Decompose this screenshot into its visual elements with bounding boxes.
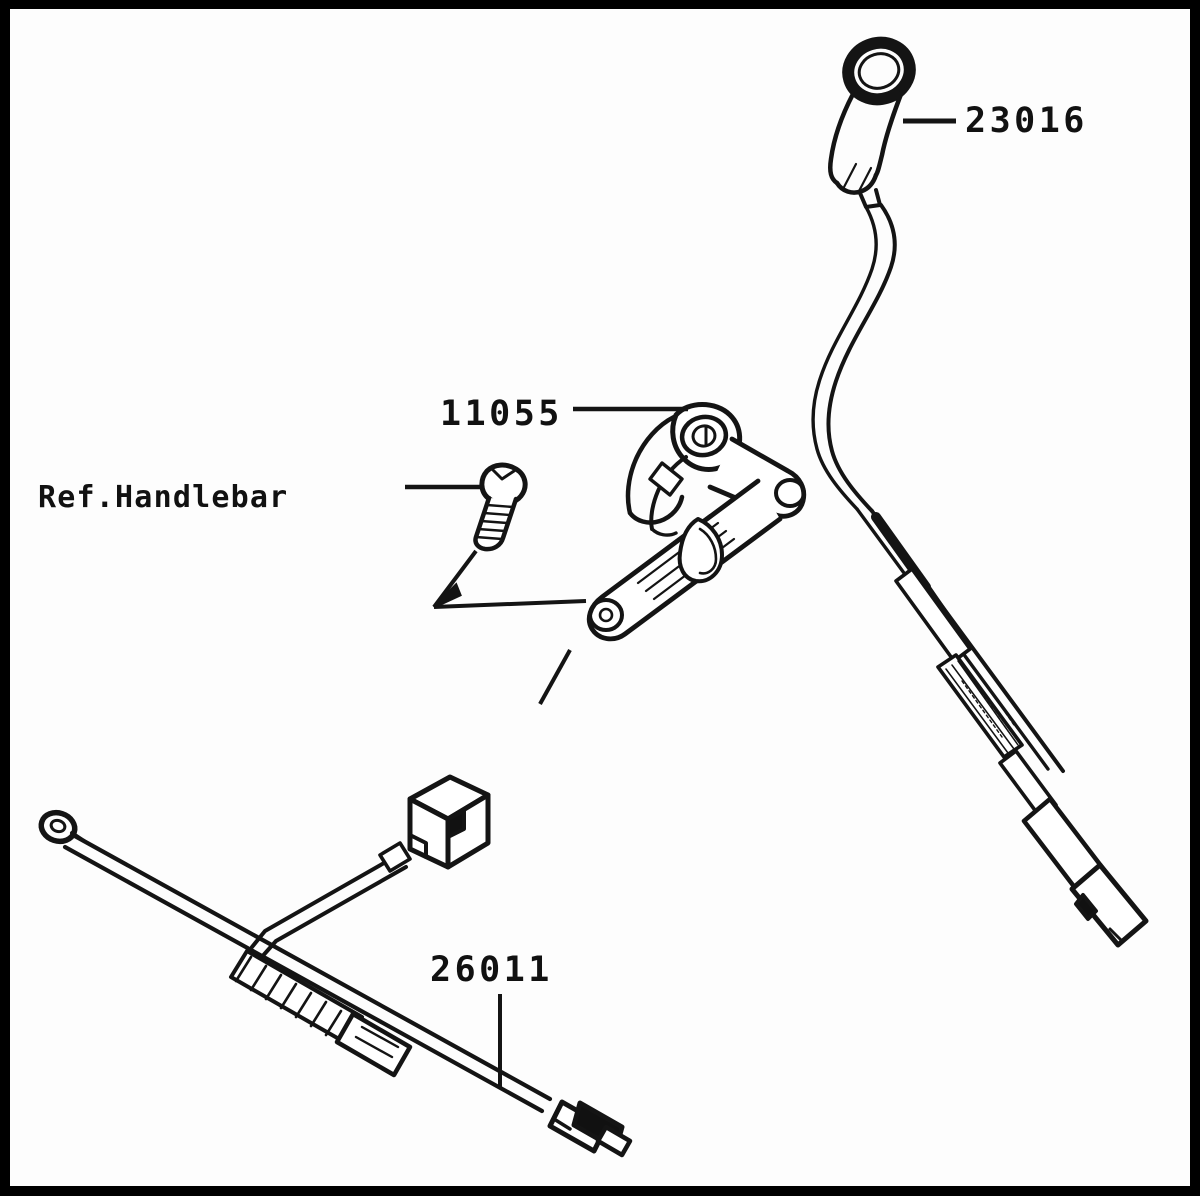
bolt-head-facet bbox=[490, 467, 516, 481]
bracket-arm-lower-hole bbox=[588, 598, 624, 632]
harness-barrel bbox=[334, 1011, 413, 1078]
cable-sheath-outer bbox=[826, 203, 897, 513]
part-label-11055: 11055 bbox=[440, 394, 563, 434]
bolt-head bbox=[479, 462, 528, 506]
harness-blade-terminal bbox=[547, 1099, 633, 1158]
leader-arrowhead bbox=[432, 582, 462, 609]
boot-collar-inner bbox=[857, 52, 901, 90]
leader-arrow-stem-a bbox=[432, 549, 478, 609]
parts-drawing bbox=[38, 36, 1149, 1158]
wire-harness bbox=[38, 774, 633, 1158]
clutch-lever-bracket bbox=[586, 402, 807, 642]
bracket-pivot-hole-outer bbox=[679, 414, 729, 458]
cable-end-terminal bbox=[1021, 796, 1149, 948]
bracket-shell-bottom-inner bbox=[650, 527, 678, 537]
bracket-lug bbox=[648, 461, 684, 497]
bolt-shank bbox=[473, 495, 519, 552]
boot-nipple bbox=[858, 188, 882, 209]
diagram-canvas: 23016 11055 Ref.Handlebar 26011 bbox=[10, 9, 1190, 1186]
harness-connector-block bbox=[407, 774, 491, 870]
leader-arrow-stem-b bbox=[433, 599, 587, 609]
boot-ferrule-detail bbox=[841, 162, 873, 195]
harness-branch-collar bbox=[378, 841, 412, 873]
boot-body-left bbox=[828, 91, 856, 186]
part-label-26011: 26011 bbox=[430, 950, 553, 990]
cable-adjuster-upper bbox=[894, 567, 972, 663]
leader-11055-tick bbox=[538, 649, 572, 705]
bracket-shell-left-inner bbox=[649, 455, 688, 531]
part-label-23016: 23016 bbox=[965, 101, 1088, 141]
harness-branch-upper bbox=[250, 853, 400, 949]
bracket-shell-left bbox=[625, 414, 677, 516]
cable-boot-upper bbox=[828, 36, 916, 209]
boot-body-right bbox=[873, 86, 906, 178]
bracket-inner-tab bbox=[677, 517, 724, 584]
boot-collar-ring bbox=[842, 36, 916, 106]
bolt-threads bbox=[474, 503, 515, 541]
harness-branch-lower bbox=[258, 865, 408, 961]
cable-knurled-barrel bbox=[936, 653, 1024, 759]
bracket-arm-lower-hole-inner bbox=[598, 607, 614, 623]
harness-main-lower-line bbox=[62, 844, 545, 1114]
cable-sheath-inner bbox=[811, 205, 878, 511]
harness-ring-terminal bbox=[38, 809, 86, 845]
bracket-shell-bottom bbox=[627, 494, 685, 525]
hex-bolt bbox=[473, 462, 528, 552]
bracket-inner-tab-detail bbox=[698, 527, 718, 575]
leader-lines bbox=[405, 118, 956, 1087]
harness-main-upper-line bbox=[70, 832, 553, 1102]
bracket-arm-upper-hole bbox=[774, 478, 806, 508]
clutch-cable bbox=[811, 203, 1149, 948]
reference-label-handlebar: Ref.Handlebar bbox=[38, 480, 289, 515]
